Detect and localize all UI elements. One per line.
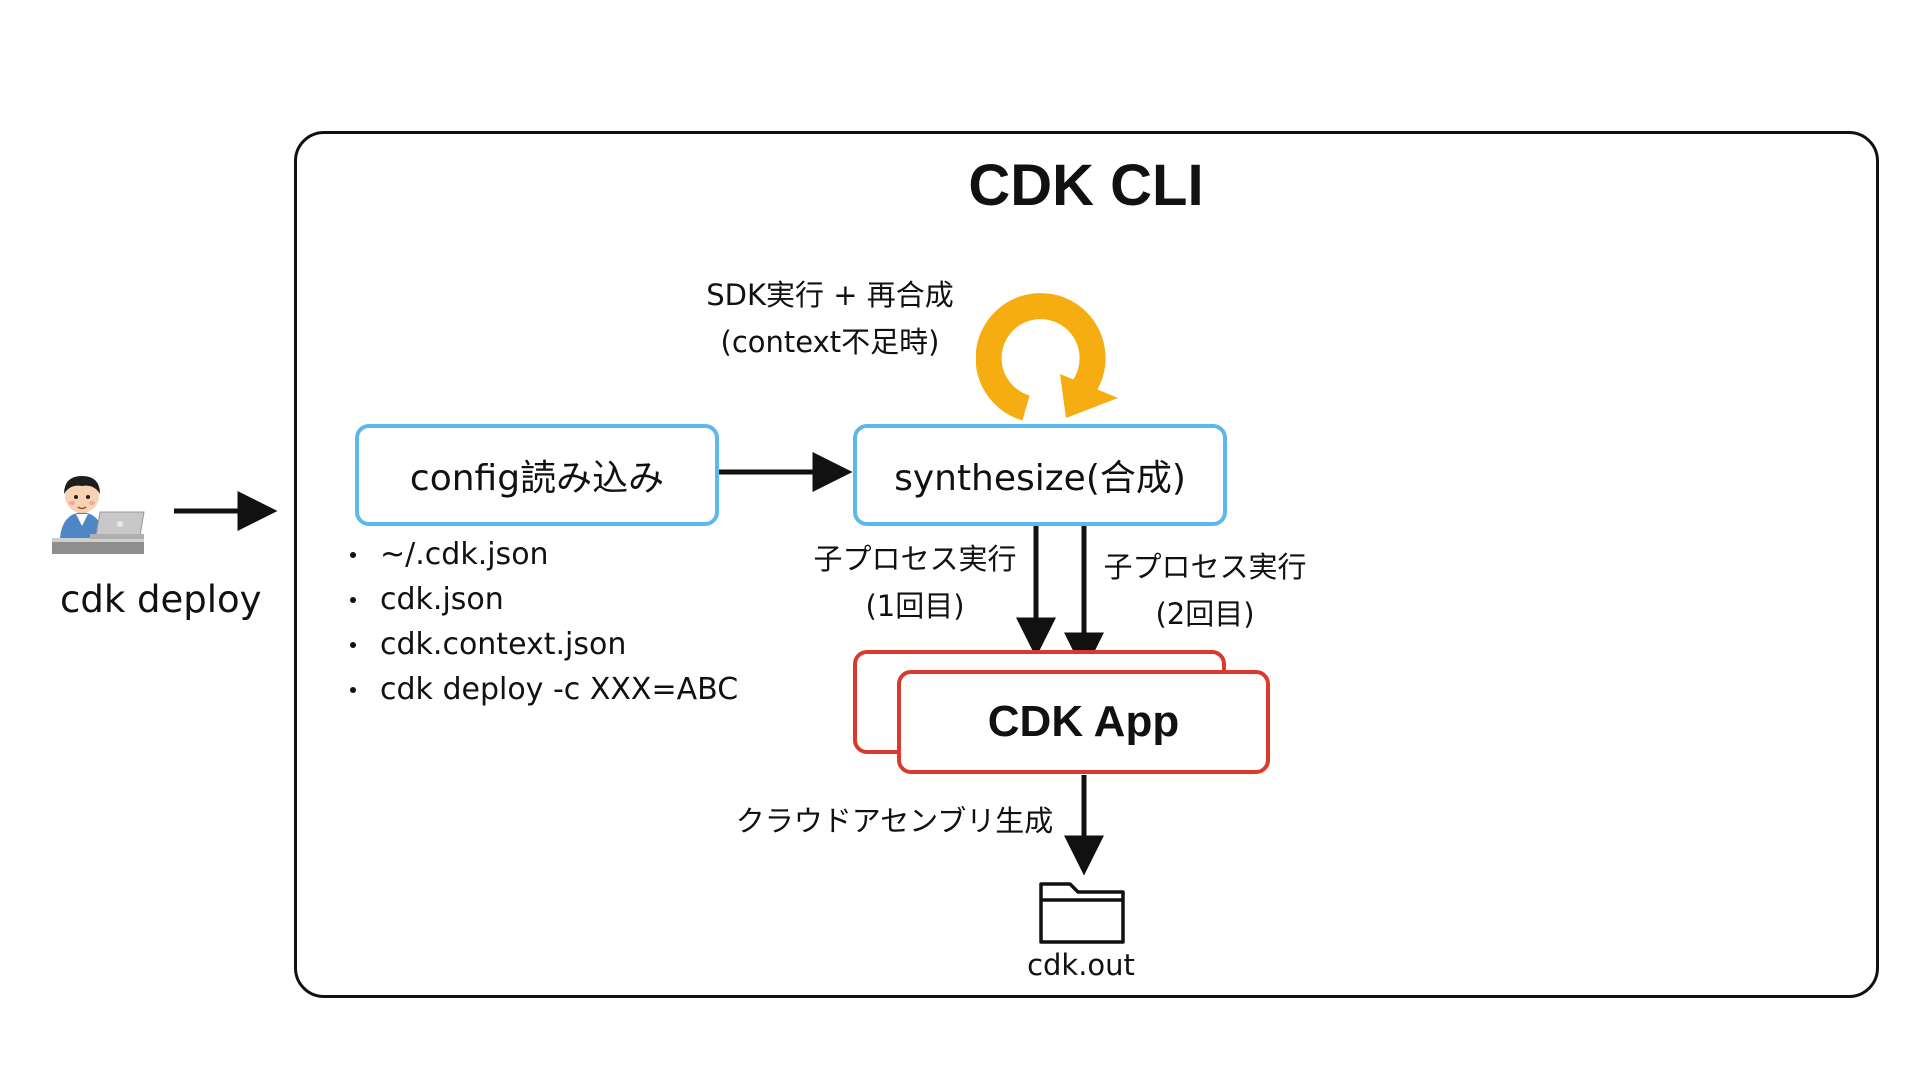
assembly-note: クラウドアセンブリ生成 xyxy=(735,804,1054,838)
bullet-icon xyxy=(350,596,356,603)
list-item: ~/.cdk.json xyxy=(350,532,738,577)
bullet-icon xyxy=(350,551,356,558)
list-item: cdk.context.json xyxy=(350,622,738,667)
child-process-note-1: 子プロセス実行 (1回目) xyxy=(813,542,1017,623)
cdk-cli-frame xyxy=(294,131,1879,998)
resynth-note: SDK実行 + 再合成 (context不足時) xyxy=(706,278,954,359)
folder-icon xyxy=(1039,882,1125,944)
cdk-app-label: CDK App xyxy=(987,697,1180,746)
synthesize-label: synthesize(合成) xyxy=(894,458,1186,499)
cdk-app-box: CDK App xyxy=(897,670,1270,774)
bullet-icon xyxy=(350,641,356,648)
child-process-note-2: 子プロセス実行 (2回目) xyxy=(1103,550,1307,631)
config-load-label: config読み込み xyxy=(409,458,665,499)
loop-arrow-icon xyxy=(976,293,1118,421)
bullet-icon xyxy=(350,686,356,693)
config-sources-list: ~/.cdk.json cdk.json cdk.context.json cd… xyxy=(350,532,738,712)
output-folder-label: cdk.out xyxy=(1027,948,1135,982)
cdk-cli-title: CDK CLI xyxy=(968,153,1204,218)
list-item: cdk deploy -c XXX=ABC xyxy=(350,667,738,712)
user-with-laptop-icon xyxy=(52,476,145,554)
synthesize-box: synthesize(合成) xyxy=(853,424,1227,526)
list-item: cdk.json xyxy=(350,577,738,622)
deploy-command-label: cdk deploy xyxy=(60,578,262,621)
config-load-box: config読み込み xyxy=(355,424,719,526)
